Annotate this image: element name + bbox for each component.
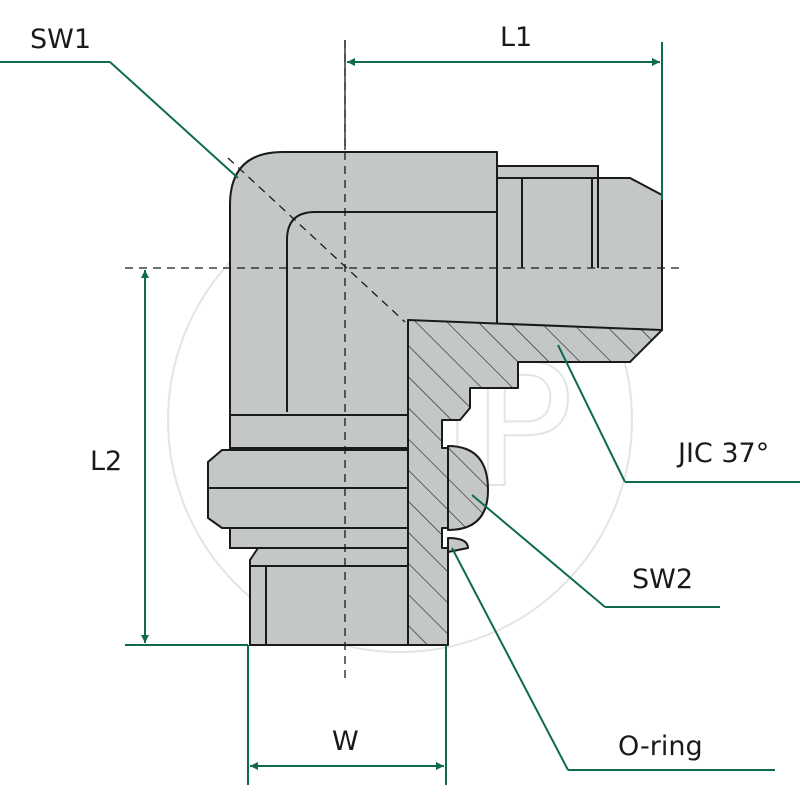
section-cut: [407, 319, 663, 646]
jic-thread-end: [496, 165, 663, 331]
sw1-leader: [109, 61, 239, 179]
nut-section: [447, 445, 489, 531]
w-label: W: [332, 726, 359, 757]
labels: SW1 L1 L2 JIC 37° SW2 W O-ring: [30, 22, 769, 762]
section-hatch: [407, 319, 663, 646]
jic-label: JIC 37°: [676, 438, 769, 469]
o-ring-label: O-ring: [618, 731, 703, 762]
o-ring-shape: [447, 537, 469, 553]
dimensions: [0, 40, 800, 785]
adjustable-thread: [249, 547, 409, 646]
nut-collar: [229, 414, 409, 449]
stud-thread: [249, 547, 409, 646]
o-ring-leader: [451, 547, 569, 771]
l1-label: L1: [500, 22, 532, 53]
sw2-label: SW2: [632, 564, 693, 595]
nut-washer: [229, 527, 409, 549]
sw1-diagonal: [227, 157, 406, 323]
center-lines: [125, 40, 680, 680]
l2-label: L2: [90, 446, 122, 477]
jic-leader: [557, 344, 626, 483]
sw2-leader: [471, 494, 606, 608]
sw1-label: SW1: [30, 24, 91, 55]
lock-nut: [207, 414, 409, 549]
